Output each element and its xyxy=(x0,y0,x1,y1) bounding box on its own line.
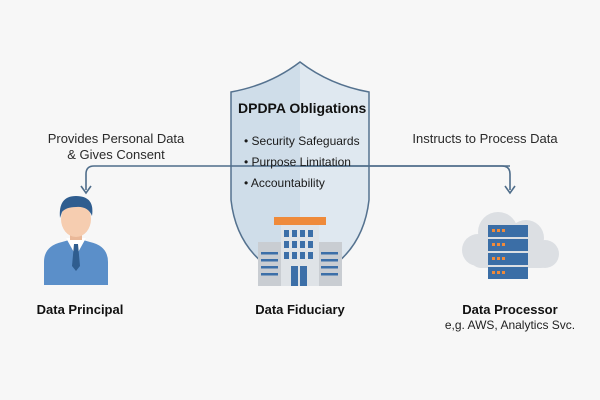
person-icon xyxy=(44,196,108,285)
flow-label-left: Provides Personal Data & Gives Consent xyxy=(36,131,196,163)
flow-connector xyxy=(85,165,511,190)
building-icon xyxy=(258,217,342,286)
flow-line-right xyxy=(300,165,511,190)
arrow-down-icon xyxy=(504,185,516,195)
shield-title: DPDPA Obligations xyxy=(238,100,367,116)
obligation-item: Security Safeguards xyxy=(244,131,360,152)
entity-label-processor: Data Processor xyxy=(462,302,558,317)
entity-label-fiduciary: Data Fiduciary xyxy=(255,302,345,317)
flow-label-left-line1: Provides Personal Data xyxy=(47,131,185,146)
obligation-item: Accountability xyxy=(244,173,360,194)
obligations-list: Security Safeguards Purpose Limitation A… xyxy=(244,131,360,194)
cloud-server-icon xyxy=(462,212,559,279)
flow-label-left-line2: & Gives Consent xyxy=(67,147,165,162)
entity-sublabel-processor: e,g. AWS, Analytics Svc. xyxy=(444,318,576,332)
arrow-down-icon xyxy=(80,185,92,195)
server-icon xyxy=(488,225,528,279)
flow-label-right: Instructs to Process Data xyxy=(412,131,558,146)
entity-label-principal: Data Principal xyxy=(36,302,124,317)
obligation-item: Purpose Limitation xyxy=(244,152,360,173)
flow-line-left xyxy=(85,165,510,190)
